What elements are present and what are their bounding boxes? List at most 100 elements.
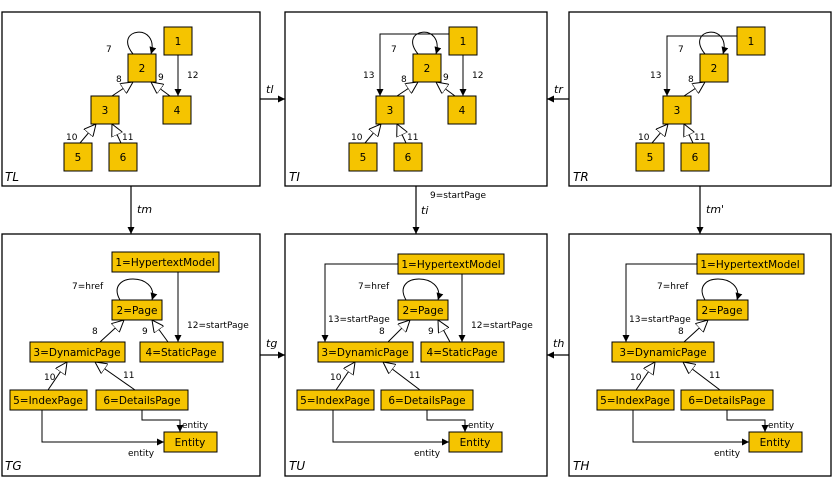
svg-text:6: 6 (692, 152, 699, 164)
ti-edge-9-label: 9 (443, 73, 449, 83)
ti-edge-10-label: 10 (351, 133, 363, 143)
panel-tr: 1 2 3 5 6 7 8 10 11 13 TR (568, 11, 832, 187)
tl-edge-7-label: 7 (106, 45, 112, 55)
tg-edge-8 (99, 320, 124, 343)
tl-edge-8-label: 8 (116, 75, 122, 85)
tu-edge-10-label: 10 (330, 373, 342, 383)
tl-edge-11 (112, 124, 121, 144)
th-edge-7 (701, 278, 743, 301)
tg-node-entity: Entity (163, 431, 218, 453)
tg-edge-7-label: 7=href (72, 282, 104, 292)
tu-edge-9-label: 9 (428, 327, 434, 337)
tr-edge-11-label: 11 (694, 133, 705, 143)
th-edge-13-label: 13=startPage (629, 315, 691, 325)
tu-node-6: 6=DetailsPage (380, 389, 474, 411)
tg-edge-entity-a-label: entity (128, 449, 155, 459)
th-edge-entity-a-label: entity (714, 449, 741, 459)
svg-text:2=Page: 2=Page (403, 305, 444, 317)
morphism-tl-label: tl (266, 83, 273, 96)
ti-edge-8-label: 8 (401, 75, 407, 85)
ti-edge-7 (412, 31, 442, 55)
svg-text:6=DetailsPage: 6=DetailsPage (388, 395, 465, 407)
tu-edge-7-label: 7=href (358, 282, 390, 292)
svg-text:5=IndexPage: 5=IndexPage (13, 395, 83, 407)
ti-edge-9 (436, 82, 456, 97)
svg-text:4=StaticPage: 4=StaticPage (146, 347, 217, 359)
panel-th: 1=HypertextModel 2=Page 3=DynamicPage 5=… (568, 233, 832, 477)
panel-tl: 1 2 3 4 5 6 7 8 9 10 11 12 TL (1, 11, 261, 187)
tu-edge-entity-b (426, 410, 469, 432)
morphism-ti-note: 9=startPage (430, 191, 486, 201)
th-node-6: 6=DetailsPage (680, 389, 774, 411)
tu-node-4: 4=StaticPage (420, 341, 505, 363)
ti-edge-13-label: 13 (363, 71, 374, 81)
svg-text:5: 5 (360, 152, 367, 164)
tu-edge-11 (383, 362, 421, 391)
tr-node-3: 3 (662, 95, 692, 125)
panel-tg-label: TG (5, 459, 22, 473)
tu-node-3: 3=DynamicPage (317, 341, 414, 363)
tg-edge-9 (152, 320, 169, 343)
svg-text:5=IndexPage: 5=IndexPage (600, 395, 670, 407)
tu-edge-8 (387, 320, 410, 343)
th-edge-7-label: 7=href (657, 282, 689, 292)
tr-edge-7-label: 7 (678, 45, 684, 55)
tg-node-1: 1=HypertextModel (111, 251, 220, 273)
panel-ti: 1 2 3 4 5 6 7 8 9 10 11 12 13 TI (284, 11, 548, 187)
svg-text:2=Page: 2=Page (702, 305, 743, 317)
tu-edge-entity-b-label: entity (468, 421, 495, 431)
panel-tr-label: TR (573, 170, 589, 184)
svg-text:1=HypertextModel: 1=HypertextModel (115, 257, 214, 269)
tu-node-5: 5=IndexPage (296, 389, 375, 411)
ti-edge-8 (396, 82, 418, 97)
svg-text:3: 3 (387, 105, 394, 117)
ti-edge-11-label: 11 (407, 133, 418, 143)
tr-node-2: 2 (699, 53, 729, 83)
panel-tg: 1=HypertextModel 2=Page 3=DynamicPage 4=… (1, 233, 261, 477)
svg-text:3=DynamicPage: 3=DynamicPage (33, 347, 120, 359)
th-node-5: 5=IndexPage (596, 389, 675, 411)
panel-tl-label: TL (5, 170, 19, 184)
th-node-2: 2=Page (696, 299, 749, 321)
th-edge-10 (635, 362, 655, 391)
tl-edge-9 (151, 82, 171, 97)
tl-edge-10 (79, 124, 96, 144)
th-node-entity: Entity (748, 431, 803, 453)
tr-edge-10 (651, 124, 668, 144)
svg-text:1=HypertextModel: 1=HypertextModel (401, 259, 500, 271)
tl-edge-11-label: 11 (122, 133, 133, 143)
panel-tu-label: TU (289, 459, 305, 473)
tr-node-1: 1 (736, 26, 766, 56)
svg-text:1: 1 (175, 36, 182, 48)
tu-node-entity: Entity (448, 431, 503, 453)
tl-edge-8 (111, 82, 133, 97)
tg-node-6: 6=DetailsPage (95, 389, 189, 411)
tg-edge-11 (95, 362, 136, 391)
tg-edge-entity-a (41, 410, 164, 446)
morphism-tm-label: tm (137, 203, 152, 216)
svg-text:3=DynamicPage: 3=DynamicPage (619, 347, 706, 359)
tl-edge-9-label: 9 (158, 73, 164, 83)
ti-edge-12-label: 12 (472, 71, 483, 81)
tr-edge-8 (683, 82, 705, 97)
svg-text:6: 6 (405, 152, 412, 164)
tu-edge-7 (402, 278, 444, 301)
ti-node-2: 2 (412, 53, 442, 83)
tl-edge-12-label: 12 (187, 71, 198, 81)
svg-text:5: 5 (647, 152, 654, 164)
tr-edge-7 (699, 31, 729, 55)
svg-text:6=DetailsPage: 6=DetailsPage (688, 395, 765, 407)
tg-edge-entity-b-label: entity (182, 421, 209, 431)
tg-node-2: 2=Page (111, 299, 163, 321)
tg-node-4: 4=StaticPage (139, 341, 224, 363)
tr-edge-11 (684, 124, 693, 144)
th-edge-entity-b-label: entity (768, 421, 795, 431)
ti-node-1: 1 (448, 26, 478, 56)
svg-text:1: 1 (748, 36, 755, 48)
svg-text:3: 3 (674, 105, 681, 117)
ti-node-6: 6 (393, 142, 423, 172)
svg-text:5=IndexPage: 5=IndexPage (300, 395, 370, 407)
morphism-th-label: th (553, 337, 564, 350)
svg-text:1=HypertextModel: 1=HypertextModel (700, 259, 799, 271)
